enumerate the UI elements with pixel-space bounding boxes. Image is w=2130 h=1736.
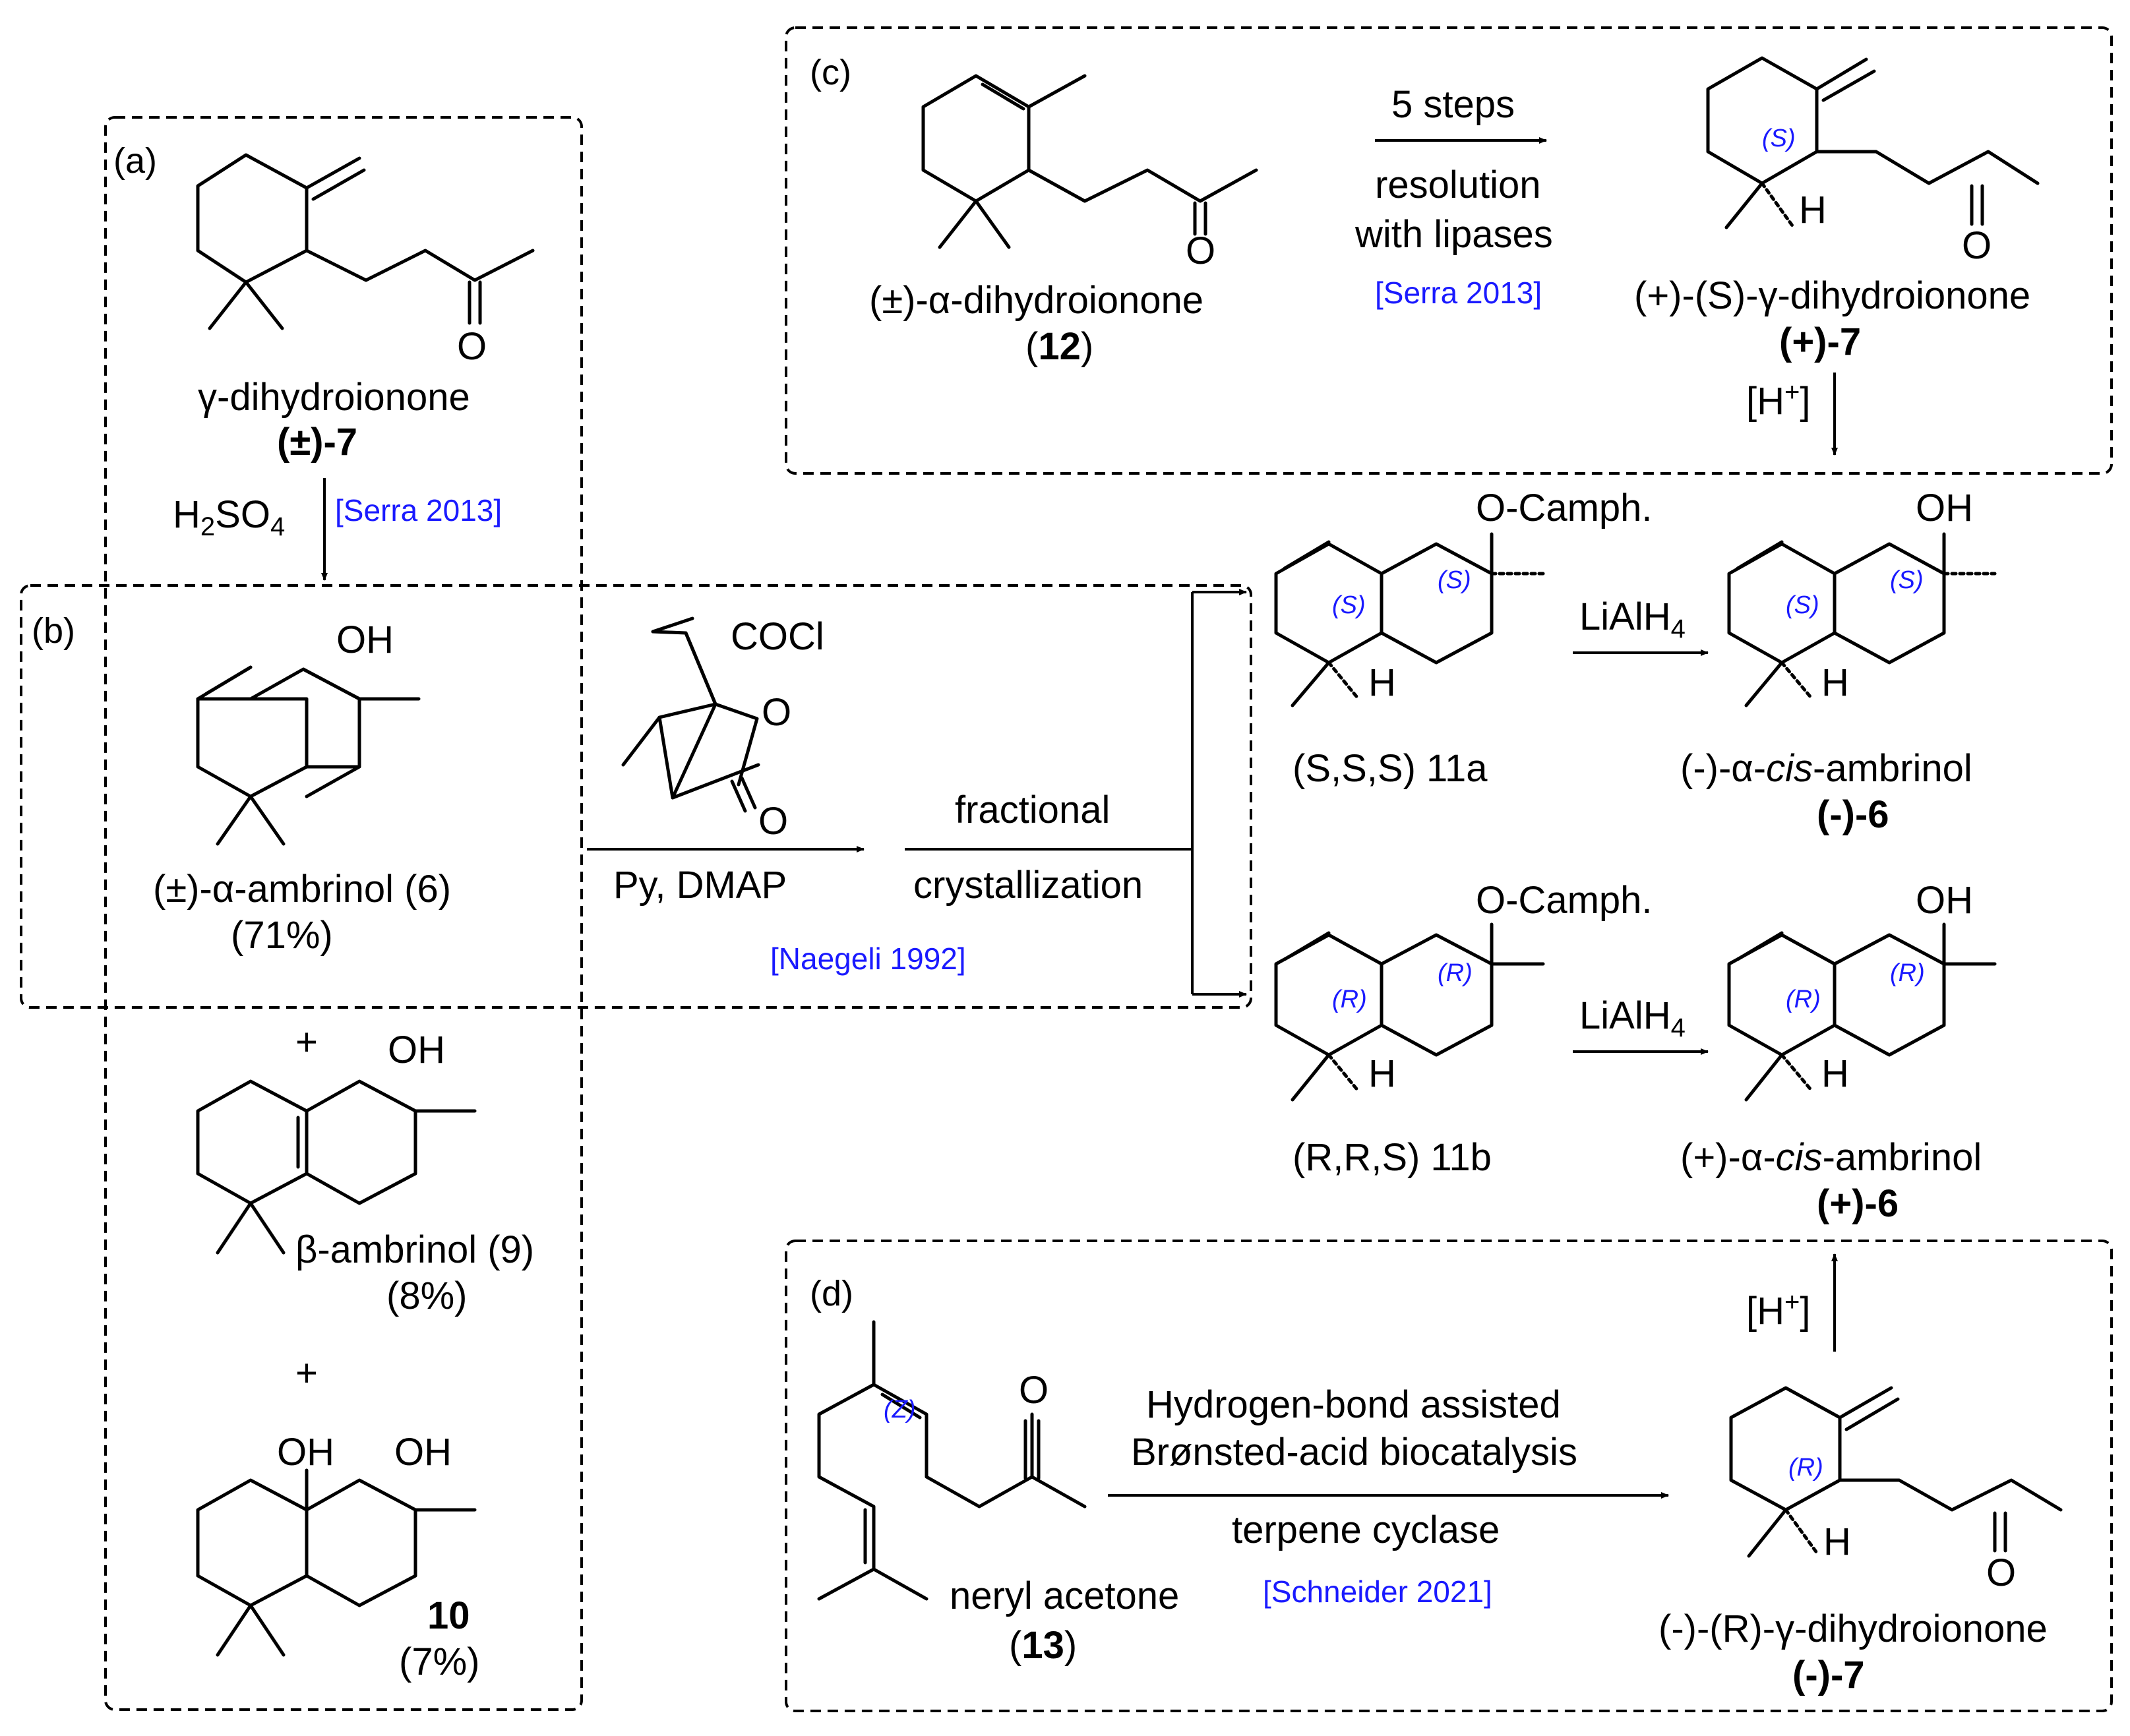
py-dmap-label: Py, DMAP — [613, 864, 787, 907]
cocl-group: COCl — [731, 615, 824, 658]
panel-a-box — [104, 116, 583, 1711]
plus-ambrinol-oh: OH — [1916, 879, 1973, 922]
alpha-dihydroionone-name: (±)-α-dihydroionone — [869, 279, 1203, 322]
lactone-carbonyl-o: O — [758, 800, 788, 843]
minus-ambrinol-oh: OH — [1916, 487, 1973, 529]
ester-11b-r-c: (R) — [1438, 959, 1473, 987]
neryl-z-stereo: (Z) — [884, 1396, 916, 1423]
terpene-cyclase-label: terpene cyclase — [1232, 1509, 1500, 1551]
neryl-acetone-id: (13) — [1009, 1624, 1077, 1667]
plus-gamma-name: (+)-(S)-γ-dihydroionone — [1634, 274, 2030, 317]
acid-label-d: [H+] — [1746, 1288, 1810, 1332]
ambrinol-oh: OH — [336, 618, 394, 661]
ester-11b-h: H — [1368, 1052, 1396, 1095]
ester-11b-structure — [1274, 922, 1545, 1102]
gamma-o-atom: O — [457, 325, 487, 368]
gamma-dihydroionone-structure — [196, 153, 535, 330]
panel-d-box — [785, 1240, 2113, 1712]
minus-ambrinol-s-c: (S) — [1890, 566, 1924, 594]
alpha-dihydro-o: O — [1186, 229, 1215, 272]
beta-oh: OH — [388, 1029, 445, 1071]
panel-c-label: (c) — [810, 53, 851, 92]
minus-ambrinol-structure — [1727, 532, 1997, 707]
beta-ambrinol-structure — [196, 1079, 477, 1255]
minus-gamma-h: H — [1823, 1520, 1851, 1563]
gamma-dihydroionone-name: γ-dihydroionone — [198, 376, 470, 419]
plus-gamma-dihydroionone-structure — [1706, 56, 2040, 229]
alpha-dihydroionone-id: (12) — [1025, 325, 1093, 368]
bronsted-label: Brønsted-acid biocatalysis — [1131, 1431, 1577, 1474]
schneider-reference: [Schneider 2021] — [1263, 1574, 1492, 1609]
minus-ambrinol-name: (-)-α-cis-ambrinol — [1680, 747, 1972, 790]
diol-oh-1: OH — [277, 1431, 334, 1474]
neryl-acetone-name: neryl acetone — [950, 1574, 1179, 1617]
diol-yield: (7%) — [399, 1640, 479, 1683]
ester-11a-ocamph: O-Camph. — [1476, 487, 1653, 529]
minus-gamma-name: (-)-(R)-γ-dihydroionone — [1658, 1607, 2048, 1650]
alpha-ambrinol-yield: (71%) — [231, 914, 333, 957]
gamma-dihydroionone-id: (±)-7 — [277, 421, 357, 464]
diol-structure — [196, 1468, 477, 1657]
five-steps-label: 5 steps — [1391, 83, 1515, 126]
lialh4-label-bottom: LiAlH4 — [1579, 994, 1686, 1042]
lialh4-label-top: LiAlH4 — [1579, 595, 1686, 644]
panel-c-box — [785, 26, 2113, 475]
camphanoyl-chloride-structure — [621, 616, 760, 813]
minus-gamma-dihydroionone-structure — [1729, 1386, 2063, 1558]
ester-11b-name: (R,R,S) 11b — [1293, 1136, 1492, 1179]
plus-ambrinol-r-ring: (R) — [1786, 986, 1821, 1013]
minus-gamma-o: O — [1986, 1551, 2016, 1594]
plus-gamma-id: (+)-7 — [1779, 320, 1861, 363]
alpha-ambrinol-structure — [196, 665, 421, 846]
hb-assisted-label: Hydrogen-bond assisted — [1146, 1383, 1561, 1426]
plus-ambrinol-r-c: (R) — [1890, 959, 1925, 987]
serra-reference-a: [Serra 2013] — [335, 493, 502, 527]
plus-sign-2: + — [295, 1352, 318, 1394]
ester-11b-ocamph: O-Camph. — [1476, 879, 1653, 922]
serra-reference-c: [Serra 2013] — [1375, 276, 1542, 310]
ester-11b-r-ring: (R) — [1332, 986, 1367, 1013]
alpha-ambrinol-name: (±)-α-ambrinol (6) — [153, 868, 451, 911]
ester-11a-s-c: (S) — [1438, 566, 1471, 594]
acid-label-c: [H+] — [1746, 378, 1810, 423]
minus-gamma-r-stereo: (R) — [1788, 1454, 1823, 1482]
panel-a-label: (a) — [113, 141, 157, 181]
minus-ambrinol-h: H — [1821, 661, 1849, 704]
fractional-label: fractional — [955, 789, 1110, 831]
ester-11a-structure — [1274, 532, 1545, 707]
crystallization-label: crystallization — [913, 864, 1143, 907]
plus-gamma-s-stereo: (S) — [1762, 125, 1796, 152]
plus-gamma-h: H — [1799, 189, 1827, 231]
minus-ambrinol-s-ring: (S) — [1786, 591, 1819, 619]
neryl-acetone-structure — [817, 1320, 1087, 1601]
resolution-label: resolution — [1375, 164, 1540, 206]
ester-11a-name: (S,S,S) 11a — [1293, 747, 1488, 790]
panel-d-label: (d) — [810, 1274, 853, 1313]
plus-ambrinol-structure — [1727, 922, 1997, 1102]
panel-b-label: (b) — [32, 611, 75, 651]
plus-gamma-o: O — [1962, 224, 1992, 267]
panel-b-box — [20, 584, 1252, 1009]
minus-gamma-id: (-)-7 — [1792, 1654, 1865, 1696]
ester-11a-h: H — [1368, 661, 1396, 704]
diol-id: 10 — [427, 1594, 470, 1637]
lactone-o: O — [762, 691, 791, 734]
alpha-dihydroionone-structure — [921, 74, 1258, 249]
naegeli-reference: [Naegeli 1992] — [770, 942, 966, 976]
beta-ambrinol-yield: (8%) — [386, 1274, 467, 1317]
beta-ambrinol-name: β-ambrinol (9) — [295, 1228, 534, 1271]
plus-ambrinol-name: (+)-α-cis-ambrinol — [1680, 1136, 1982, 1179]
h2so4-label: H2SO4 — [173, 493, 285, 541]
minus-ambrinol-id: (-)-6 — [1817, 793, 1889, 836]
neryl-o: O — [1019, 1369, 1049, 1412]
plus-sign-1: + — [295, 1021, 318, 1063]
ester-11a-s-ring: (S) — [1332, 591, 1366, 619]
plus-ambrinol-id: (+)-6 — [1817, 1182, 1899, 1225]
diol-oh-2: OH — [394, 1431, 452, 1474]
plus-ambrinol-h: H — [1821, 1052, 1849, 1095]
with-lipases-label: with lipases — [1354, 213, 1553, 256]
